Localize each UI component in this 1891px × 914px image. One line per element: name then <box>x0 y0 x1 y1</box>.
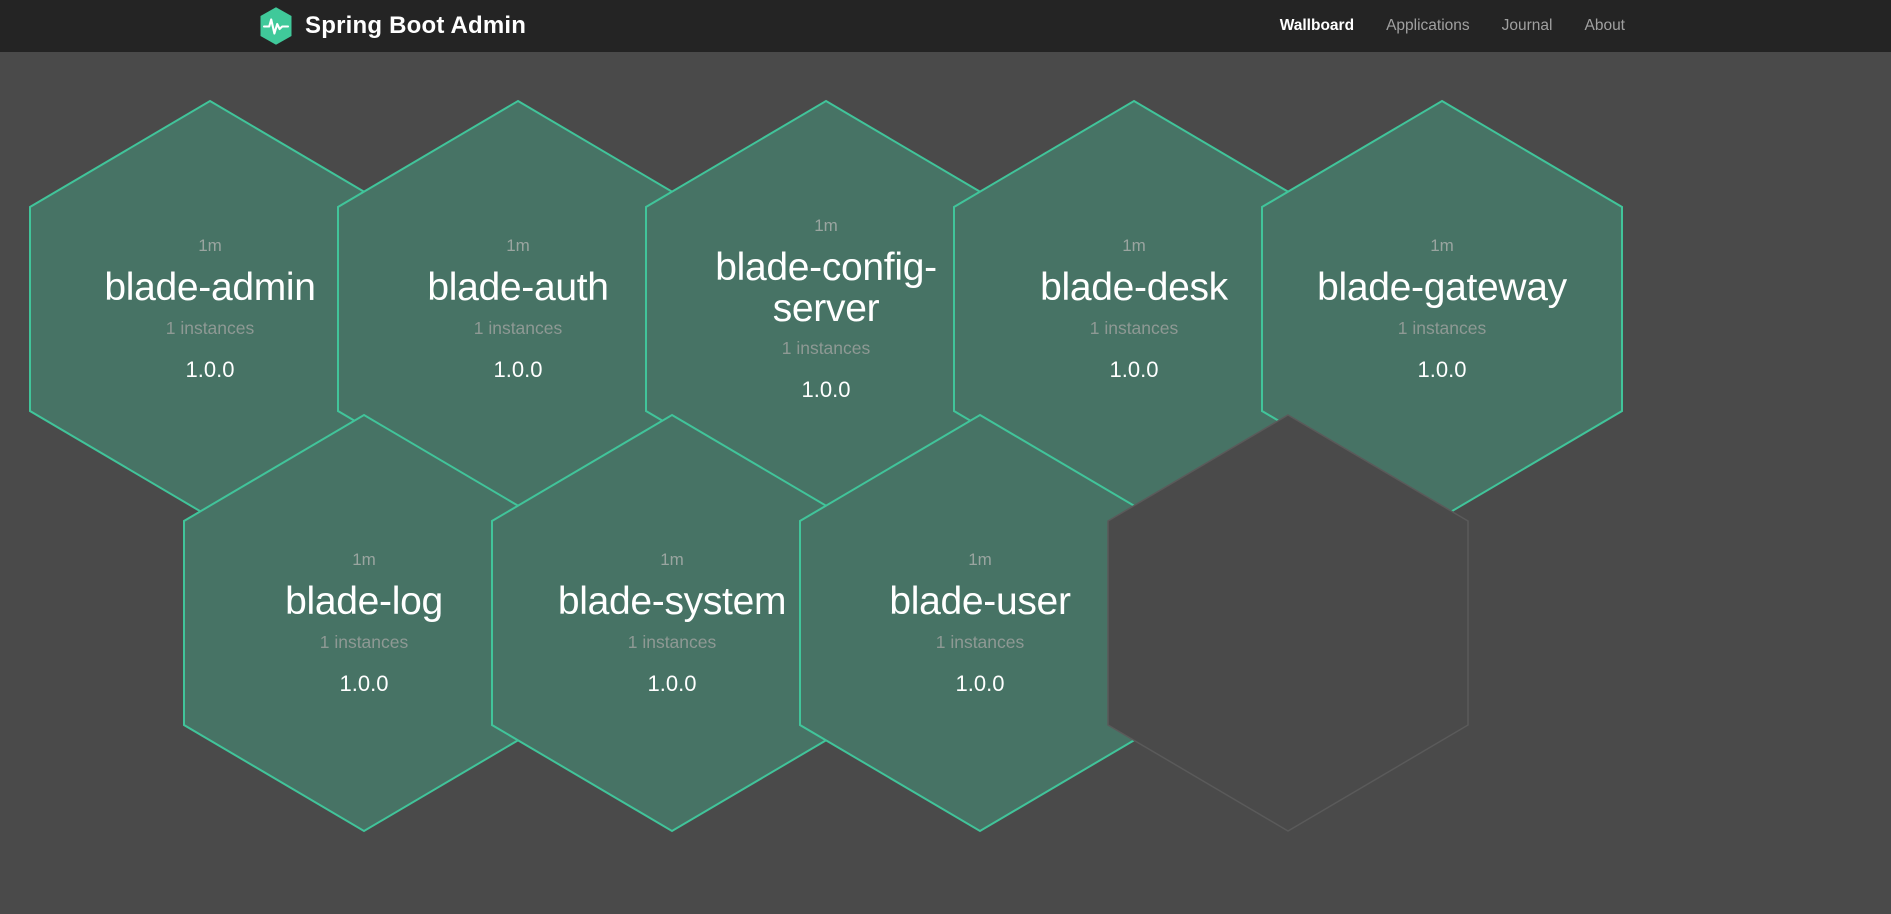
application-instance-count: 1 instances <box>781 338 871 359</box>
application-uptime: 1m <box>352 550 376 570</box>
brand-home-link[interactable]: Spring Boot Admin <box>258 6 526 46</box>
application-instance-count: 1 instances <box>627 632 717 653</box>
application-tile-content[interactable]: 1m blade-desk 1 instances 1.0.0 <box>952 99 1316 519</box>
application-tile-content[interactable]: 1m blade-gateway 1 instances 1.0.0 <box>1260 99 1624 519</box>
top-navbar: Spring Boot Admin Wallboard Applications… <box>0 0 1891 52</box>
application-instance-count: 1 instances <box>935 632 1025 653</box>
application-hexagon[interactable]: 1m blade-user 1 instances 1.0.0 <box>798 413 1162 833</box>
nav-link-applications[interactable]: Applications <box>1386 17 1470 35</box>
application-uptime: 1m <box>660 550 684 570</box>
application-uptime: 1m <box>968 550 992 570</box>
nav-link-journal[interactable]: Journal <box>1501 17 1553 35</box>
application-tile-content[interactable]: 1m blade-system 1 instances 1.0.0 <box>490 413 854 833</box>
empty-hexagon-shape <box>1107 414 1469 832</box>
application-tile-content[interactable]: 1m blade-user 1 instances 1.0.0 <box>798 413 1162 833</box>
application-name: blade-gateway <box>1317 266 1567 310</box>
application-version: 1.0.0 <box>185 356 235 382</box>
application-version: 1.0.0 <box>955 670 1005 696</box>
application-instance-count: 1 instances <box>1397 318 1487 339</box>
application-hexagon[interactable]: 1m blade-admin 1 instances 1.0.0 <box>28 99 392 519</box>
application-name: blade-user <box>889 580 1071 624</box>
application-uptime: 1m <box>506 236 530 256</box>
application-tile-content[interactable]: 1m blade-admin 1 instances 1.0.0 <box>28 99 392 519</box>
application-name: blade-config-server <box>715 246 937 330</box>
application-uptime: 1m <box>198 236 222 256</box>
application-version: 1.0.0 <box>339 670 389 696</box>
nav-link-about[interactable]: About <box>1584 17 1625 35</box>
hexagon-grid: 1m blade-admin 1 instances 1.0.0 1m blade-aut… <box>0 52 1891 914</box>
application-hexagon[interactable]: 1m blade-gateway 1 instances 1.0.0 <box>1260 99 1624 519</box>
empty-hexagon-slot <box>1106 413 1470 833</box>
heartbeat-hexagon-logo-icon <box>258 6 294 46</box>
application-version: 1.0.0 <box>493 356 543 382</box>
nav-link-wallboard[interactable]: Wallboard <box>1279 17 1355 35</box>
application-tile-content[interactable]: 1m blade-config-server 1 instances 1.0.0 <box>644 99 1008 519</box>
application-uptime: 1m <box>1430 236 1454 256</box>
application-hexagon[interactable]: 1m blade-system 1 instances 1.0.0 <box>490 413 854 833</box>
wallboard-panel: 1m blade-admin 1 instances 1.0.0 1m blade-aut… <box>0 52 1891 914</box>
brand-title: Spring Boot Admin <box>305 12 527 39</box>
application-name: blade-admin <box>104 266 316 310</box>
application-version: 1.0.0 <box>1109 356 1159 382</box>
application-instance-count: 1 instances <box>1089 318 1179 339</box>
application-name: blade-auth <box>427 266 609 310</box>
application-hexagon[interactable]: 1m blade-desk 1 instances 1.0.0 <box>952 99 1316 519</box>
application-version: 1.0.0 <box>801 376 851 402</box>
application-version: 1.0.0 <box>647 670 697 696</box>
application-tile-content[interactable]: 1m blade-log 1 instances 1.0.0 <box>182 413 546 833</box>
application-name: blade-log <box>285 580 443 624</box>
main-nav: Wallboard Applications Journal About <box>1264 0 1891 52</box>
application-name: blade-desk <box>1040 266 1228 310</box>
application-uptime: 1m <box>1122 236 1146 256</box>
application-hexagon[interactable]: 1m blade-log 1 instances 1.0.0 <box>182 413 546 833</box>
application-tile-content[interactable]: 1m blade-auth 1 instances 1.0.0 <box>336 99 700 519</box>
application-version: 1.0.0 <box>1417 356 1467 382</box>
application-uptime: 1m <box>814 216 838 236</box>
application-hexagon[interactable]: 1m blade-config-server 1 instances 1.0.0 <box>644 99 1008 519</box>
application-instance-count: 1 instances <box>473 318 563 339</box>
application-name: blade-system <box>557 580 787 624</box>
application-instance-count: 1 instances <box>165 318 255 339</box>
application-instance-count: 1 instances <box>319 632 409 653</box>
